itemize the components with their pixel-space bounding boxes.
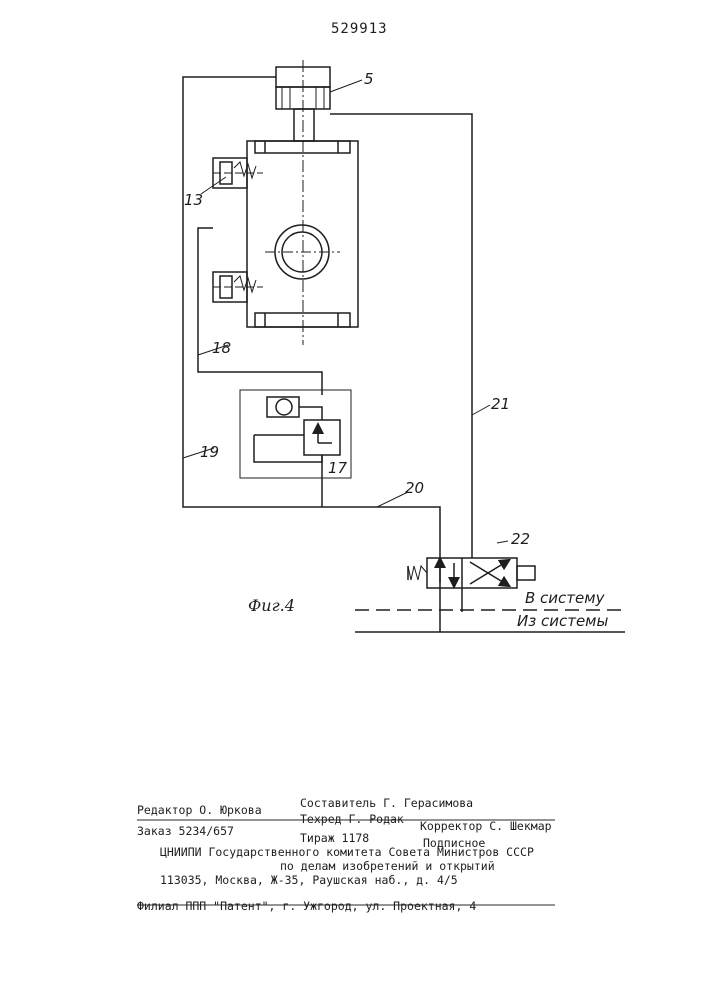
actuator-5 <box>276 60 330 345</box>
valve-22 <box>408 558 535 612</box>
callout-19: 19 <box>200 443 219 461</box>
techred-line: Техред Г. Родак <box>300 812 404 826</box>
compiler-line: Составитель Г. Герасимова <box>300 796 473 810</box>
institute-line-1: ЦНИИПИ Государственного комитета Совета … <box>160 845 534 859</box>
print-run-line: Тираж 1178 <box>300 831 369 845</box>
order-line: Заказ 5234/657 <box>137 824 234 838</box>
address-line: 113035, Москва, Ж-35, Раушская наб., д. … <box>160 873 458 887</box>
from-system-label: Из системы <box>517 612 608 630</box>
callout-20: 20 <box>405 479 424 497</box>
corrector-line: Корректор С. Шекмар <box>420 819 552 833</box>
main-body <box>213 141 358 327</box>
branch-line: Филиал ППП "Патент", г. Ужгород, ул. Про… <box>137 899 476 913</box>
editor-line: Редактор О. Юркова <box>137 803 262 817</box>
figure-caption: Фиг.4 <box>248 596 295 615</box>
callout-22: 22 <box>511 530 530 548</box>
callout-17: 17 <box>328 459 347 477</box>
to-system-label: В систему <box>525 589 604 607</box>
callout-13: 13 <box>184 191 203 209</box>
callout-18: 18 <box>212 339 231 357</box>
callout-21: 21 <box>491 395 510 413</box>
institute-line-2: по делам изобретений и открытий <box>280 859 495 873</box>
callout-5: 5 <box>364 70 374 88</box>
